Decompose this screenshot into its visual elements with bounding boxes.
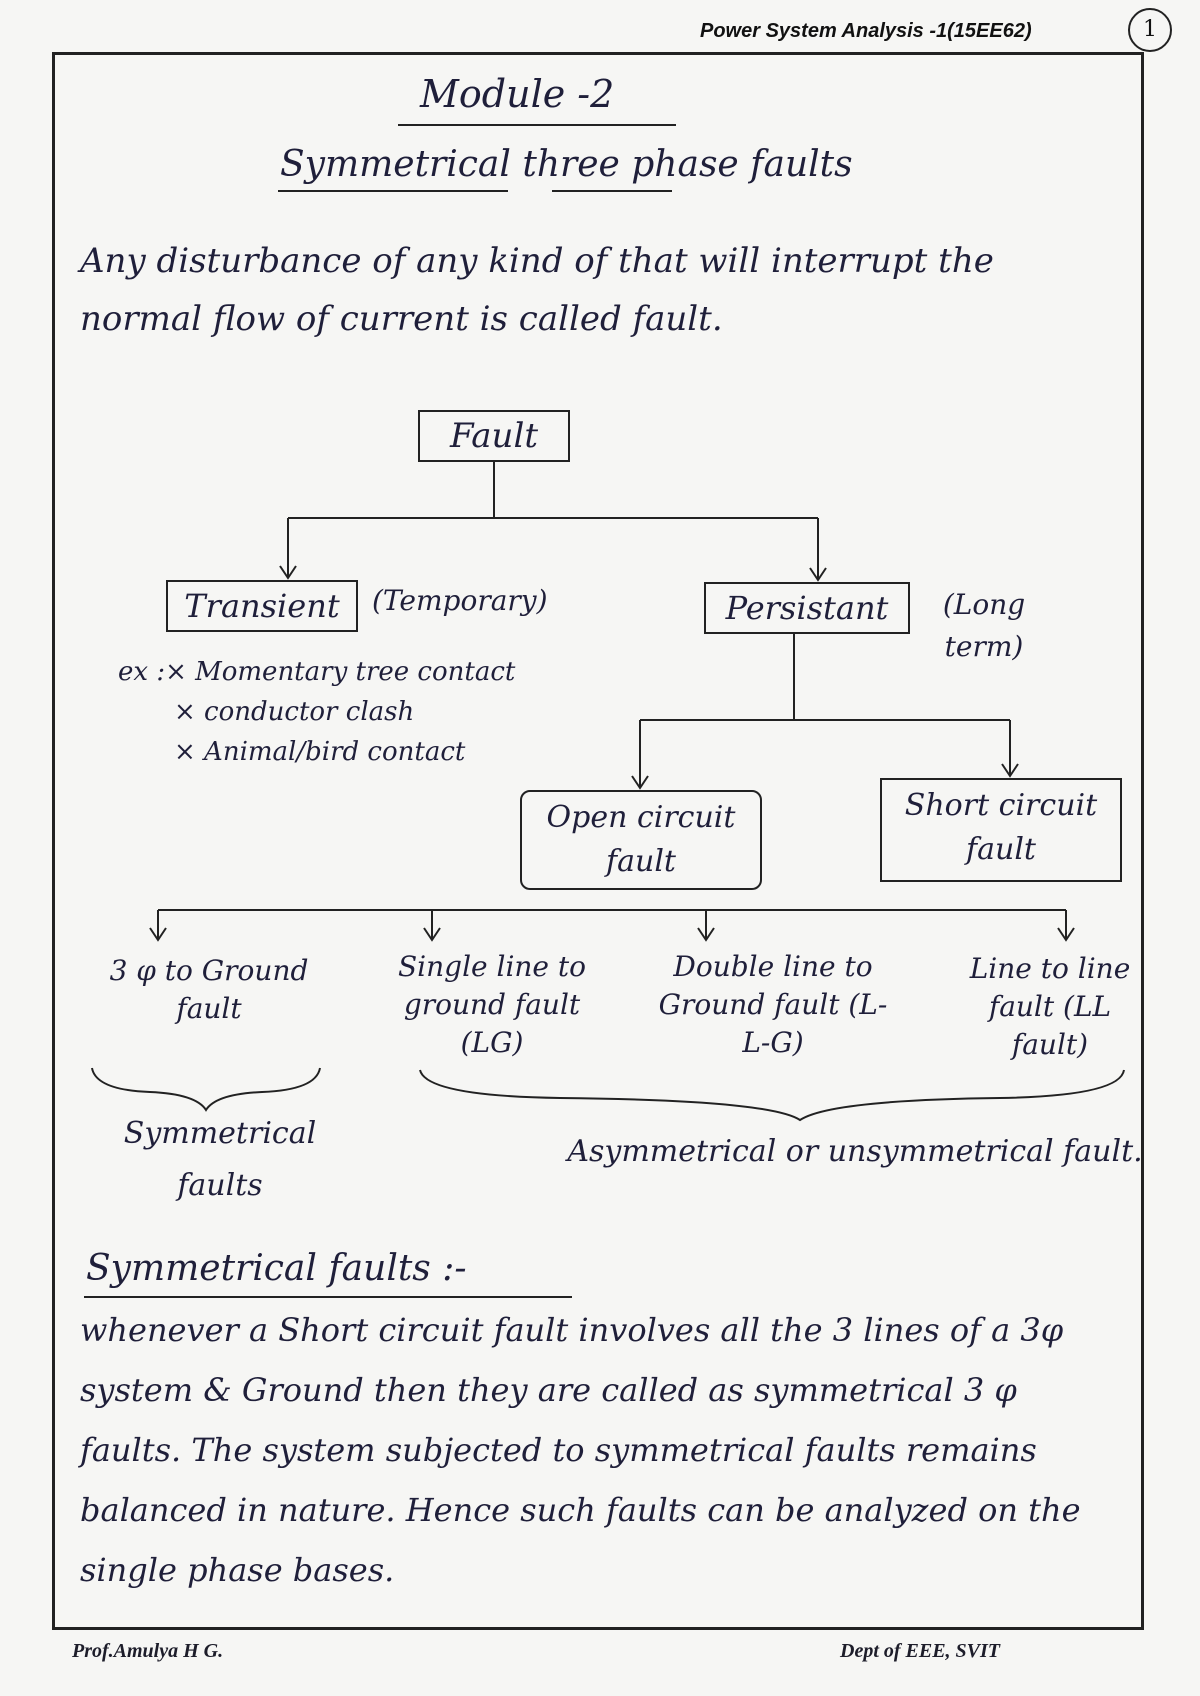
footer-author: Prof.Amulya H G. <box>72 1640 224 1662</box>
leaf-double-line-ground-fault: Double line to Ground fault (L-L-G) <box>658 950 888 1059</box>
example-item: ex :× Momentary tree contact <box>118 657 516 687</box>
symmetrical-faults-label: Symmetrical faults <box>123 1116 317 1203</box>
leaf-line-to-line-fault: Line to line fault (LL fault) <box>969 952 1131 1061</box>
section-heading-underline <box>84 1296 572 1298</box>
subtitle-heading: Symmetrical three phase faults <box>280 144 853 185</box>
module-underline <box>398 124 676 126</box>
footer-department: Dept of EEE, SVIT <box>840 1640 1001 1662</box>
asymmetrical-faults-label: Asymmetrical or unsymmetrical fault. <box>567 1134 1143 1169</box>
intro-paragraph: Any disturbance of any kind of that will… <box>80 241 994 339</box>
fault-root-box: Fault <box>418 410 570 462</box>
persistent-note: (Long term) <box>942 588 1026 663</box>
section-heading: Symmetrical faults :- <box>86 1248 467 1289</box>
example-item: × conductor clash <box>174 697 415 727</box>
transient-box: Transient <box>166 580 358 632</box>
section-body: whenever a Short circuit fault involves … <box>80 1311 1081 1589</box>
transient-note: (Temporary) <box>372 584 548 617</box>
transient-examples: ex :× Momentary tree contact × conductor… <box>118 652 515 772</box>
persistent-box: Persistant <box>704 582 910 634</box>
document-header-title: Power System Analysis -1(15EE62) <box>700 20 1032 42</box>
subtitle-underline-2 <box>552 190 672 192</box>
module-heading: Module -2 <box>420 72 615 116</box>
leaf-single-line-ground-fault: Single line to ground fault (LG) <box>397 950 587 1059</box>
leaf-3phase-ground-fault: 3 φ to Ground fault <box>109 954 309 1025</box>
page-number: 1 <box>1128 8 1172 52</box>
open-circuit-fault-box: Open circuit fault <box>520 790 762 890</box>
page-border <box>52 52 1144 1630</box>
example-item: × Animal/bird contact <box>174 737 466 767</box>
short-circuit-fault-box: Short circuit fault <box>880 778 1122 882</box>
subtitle-underline <box>278 190 508 192</box>
